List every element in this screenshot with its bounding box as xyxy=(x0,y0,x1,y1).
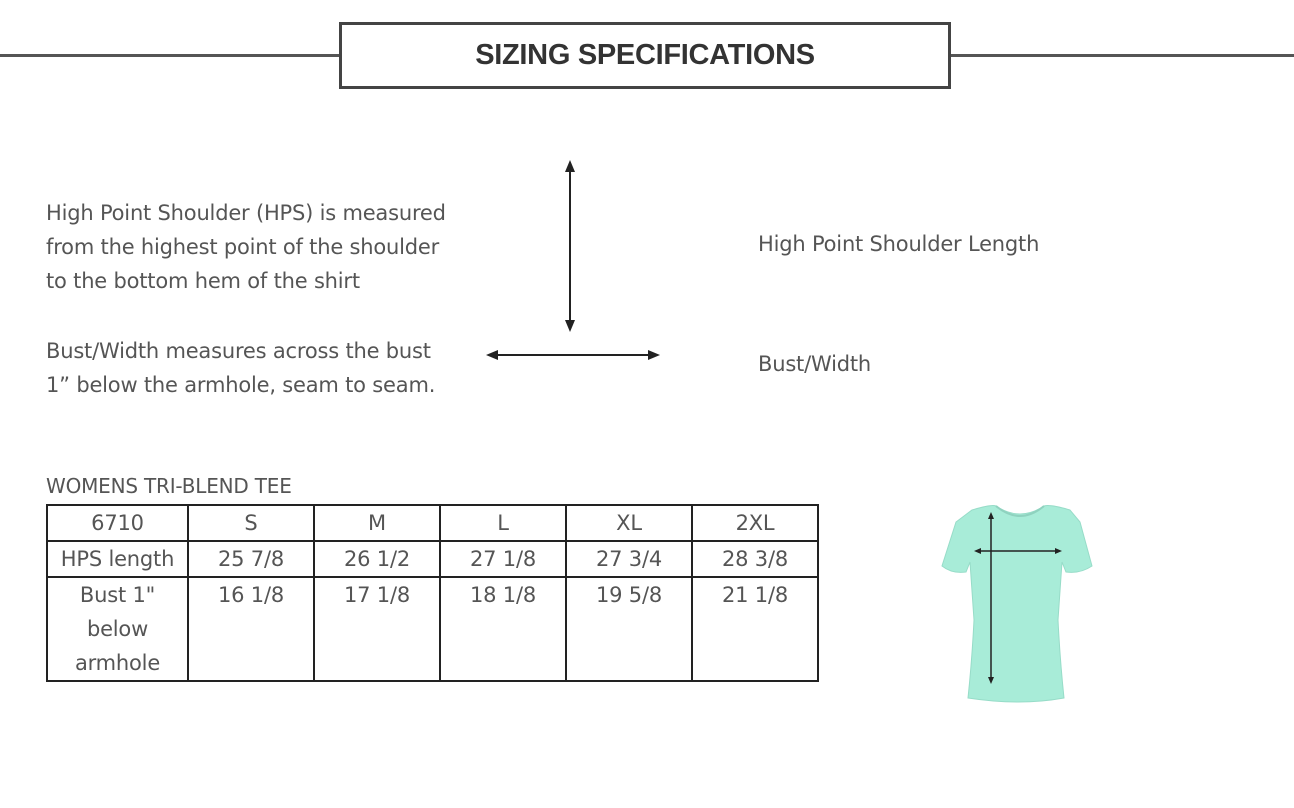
table-header-cell: L xyxy=(439,504,567,542)
hps-description-line: from the highest point of the shoulder xyxy=(46,235,440,259)
bust-description: Bust/Width measures across the bust 1” b… xyxy=(46,334,435,402)
hps-description-line: High Point Shoulder (HPS) is measured xyxy=(46,201,446,225)
table-row: HPS length 25 7/8 26 1/2 27 1/8 27 3/4 2… xyxy=(46,540,819,578)
row-label: HPS length xyxy=(46,540,189,578)
row-label-line: below xyxy=(86,617,149,641)
bust-description-line: 1” below the armhole, seam to seam. xyxy=(46,373,436,397)
table-header-cell: XL xyxy=(565,504,693,542)
bust-description-line: Bust/Width measures across the bust xyxy=(46,339,431,363)
table-cell: 18 1/8 xyxy=(439,576,567,682)
row-label-line: HPS length xyxy=(60,547,175,571)
table-cell: 28 3/8 xyxy=(691,540,819,578)
table-header-cell: 6710 xyxy=(46,504,189,542)
row-label: Bust 1" below armhole xyxy=(46,576,189,682)
measurement-arrows-icon xyxy=(486,160,660,360)
table-cell: 27 1/8 xyxy=(439,540,567,578)
hps-description: High Point Shoulder (HPS) is measured fr… xyxy=(46,196,446,298)
row-label-line: Bust 1" xyxy=(79,583,156,607)
table-row: Bust 1" below armhole 16 1/8 17 1/8 18 1… xyxy=(46,576,819,682)
page-title: SIZING SPECIFICATIONS xyxy=(475,39,815,71)
title-box: SIZING SPECIFICATIONS xyxy=(339,22,951,89)
hps-description-line: to the bottom hem of the shirt xyxy=(46,269,360,293)
table-cell: 25 7/8 xyxy=(187,540,315,578)
table-header-cell: M xyxy=(313,504,441,542)
table-cell: 26 1/2 xyxy=(313,540,441,578)
size-table: 6710 S M L XL 2XL HPS length 25 7/8 26 1… xyxy=(46,504,819,682)
table-cell: 27 3/4 xyxy=(565,540,693,578)
table-cell: 21 1/8 xyxy=(691,576,819,682)
bust-label: Bust/Width xyxy=(758,352,871,376)
tshirt-image xyxy=(941,505,1093,703)
table-caption: WOMENS TRI-BLEND TEE xyxy=(46,474,292,498)
table-header-cell: S xyxy=(187,504,315,542)
header-rule-left xyxy=(0,54,340,57)
table-header-row: 6710 S M L XL 2XL xyxy=(46,504,819,542)
header-rule-right xyxy=(948,54,1294,57)
hps-label: High Point Shoulder Length xyxy=(758,232,1040,256)
table-cell: 17 1/8 xyxy=(313,576,441,682)
tshirt-icon xyxy=(941,505,1093,703)
table-cell: 19 5/8 xyxy=(565,576,693,682)
row-label-line: armhole xyxy=(74,651,161,675)
table-cell: 16 1/8 xyxy=(187,576,315,682)
table-header-cell: 2XL xyxy=(691,504,819,542)
